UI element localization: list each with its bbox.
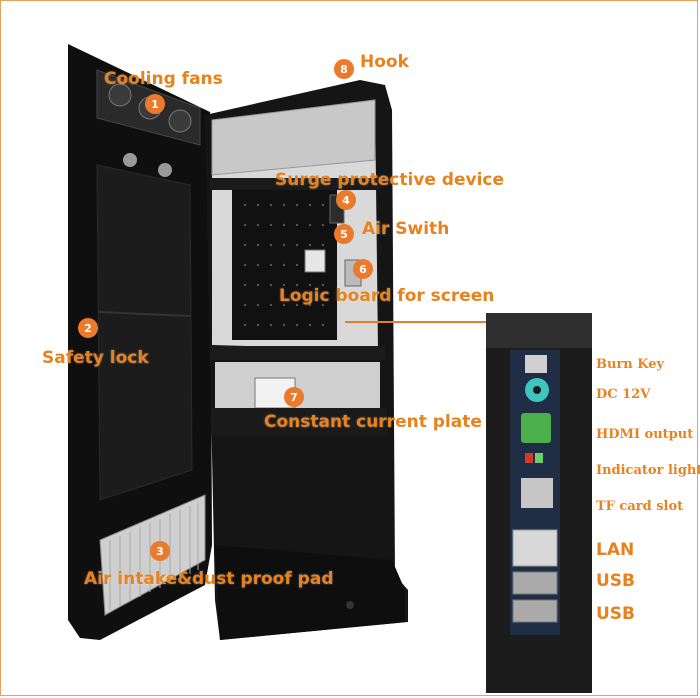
port-label-dc12v: DC 12V <box>596 387 651 402</box>
dc-jack-center <box>533 386 541 394</box>
interior-shelf <box>210 178 380 190</box>
port-label-indicator: Indicator light <box>596 463 700 478</box>
tf-card-slot <box>521 478 553 508</box>
indicator-led-red <box>525 453 533 463</box>
fan-icon <box>168 109 192 133</box>
port-label-lan: LAN <box>596 540 635 560</box>
port-label-tf-card: TF card slot <box>596 499 684 514</box>
port-label-burn-key: Burn Key <box>596 357 665 372</box>
plate-perforations <box>243 203 325 327</box>
usb-port <box>512 599 558 623</box>
callout-badge-2: 2 <box>78 318 98 338</box>
callout-badge-3: 3 <box>150 541 170 561</box>
door-inner-panel <box>96 164 193 501</box>
timer-switch <box>304 249 326 273</box>
cabinet-base <box>215 545 405 640</box>
thermostat <box>158 163 172 177</box>
lan-port <box>512 529 558 567</box>
callout-badge-5: 5 <box>334 224 354 244</box>
crossbar-lower <box>212 408 387 436</box>
callout-label-air-switch: Air Swith <box>362 219 450 239</box>
burn-key-port <box>525 355 547 373</box>
callout-label-cooling-fans: Cooling fans <box>104 69 223 89</box>
cabinet-top-vent <box>211 99 376 176</box>
callout-label-air-intake: Air intake&dust proof pad <box>84 569 334 589</box>
callout-label-hook: Hook <box>360 52 409 72</box>
usb-port <box>512 571 558 595</box>
callout-label-safety-lock: Safety lock <box>42 348 149 368</box>
callout-badge-8: 8 <box>334 59 354 79</box>
thermostat <box>123 153 137 167</box>
callout-badge-7: 7 <box>284 387 304 407</box>
fan-icon <box>108 83 132 107</box>
callout-badge-6: 6 <box>353 259 373 279</box>
logic-board-inset <box>486 313 592 693</box>
crossbar-upper <box>210 346 385 360</box>
callout-label-logic-board: Logic board for screen <box>279 286 495 306</box>
indicator-led-green <box>535 453 543 463</box>
base-hole <box>346 601 354 609</box>
callout-label-constant-current: Constant current plate <box>264 412 482 432</box>
port-label-usb-2: USB <box>596 604 636 624</box>
hdmi-port <box>521 413 551 443</box>
port-label-hdmi: HDMI output <box>596 427 694 442</box>
callout-badge-1: 1 <box>145 94 165 114</box>
door-panel-divider <box>97 311 191 317</box>
callout-badge-4: 4 <box>336 190 356 210</box>
port-label-usb-1: USB <box>596 571 636 591</box>
callout-label-surge-device: Surge protective device <box>275 170 505 190</box>
dust-filter-lines <box>109 502 199 610</box>
